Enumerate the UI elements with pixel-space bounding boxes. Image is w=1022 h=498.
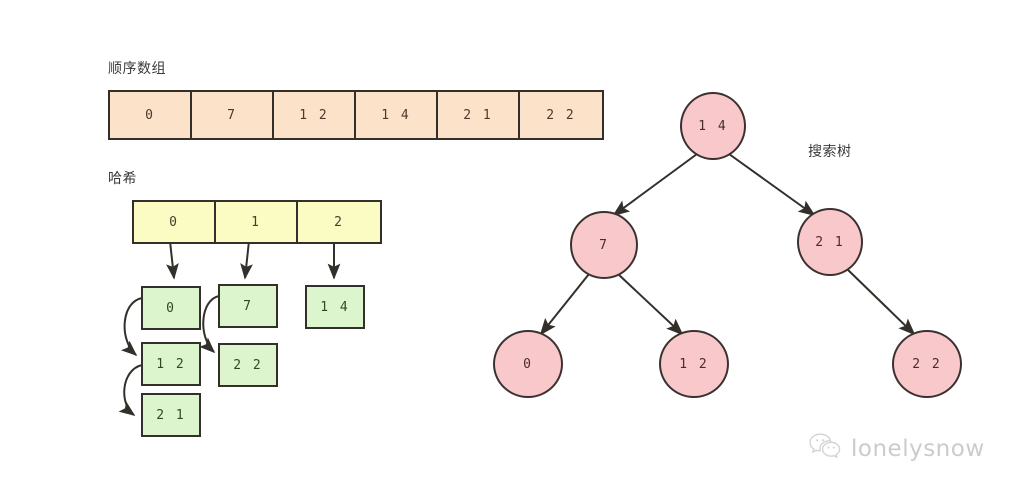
sequential-array: 0 7 1 2 1 4 2 1 2 2 [108, 90, 604, 140]
hash-bucket-row: 0 1 2 [132, 200, 382, 244]
hash-chain-node: 0 [141, 286, 201, 330]
tree-edge-right-rr [845, 267, 916, 336]
hash-chain-node: 2 1 [141, 393, 201, 437]
hash-chain-link-1-0 [199, 295, 220, 354]
watermark-text: lonelysnow [851, 435, 985, 462]
hash-chain-link-0-0 [120, 297, 143, 357]
tree-node-right: 2 1 [797, 208, 863, 276]
hash-chain-node: 2 2 [218, 343, 278, 387]
hash-bucket-pointer-0 [166, 240, 179, 280]
wechat-icon [808, 432, 842, 465]
tree-node-left-right: 1 2 [659, 330, 729, 398]
hash-bucket: 2 [298, 202, 380, 242]
tree-edge-root-left [612, 153, 698, 217]
tree-node-left-left: 0 [493, 330, 563, 398]
array-cell: 0 [110, 92, 192, 138]
array-cell: 7 [192, 92, 274, 138]
array-cell: 2 2 [520, 92, 602, 138]
array-section-label: 顺序数组 [108, 61, 166, 77]
tree-node-right-right: 2 2 [892, 330, 962, 398]
tree-node-root: 1 4 [680, 92, 746, 160]
hash-bucket-pointer-1 [240, 240, 253, 280]
hash-bucket: 0 [134, 202, 216, 242]
tree-edge-left-lr [617, 273, 684, 336]
hash-section-label: 哈希 [108, 171, 137, 187]
watermark: lonelysnow [808, 432, 985, 465]
hash-chain-node: 1 4 [305, 285, 365, 329]
hash-chain-link-0-1 [118, 364, 143, 416]
hash-chain-node: 1 2 [141, 342, 201, 386]
tree-edge-left-ll [539, 273, 590, 336]
array-cell: 1 2 [274, 92, 356, 138]
hash-chain-node: 7 [218, 284, 278, 328]
tree-edge-root-right [728, 153, 816, 217]
array-cell: 2 1 [438, 92, 520, 138]
array-cell: 1 4 [356, 92, 438, 138]
tree-node-left: 7 [570, 211, 638, 279]
hash-bucket: 1 [216, 202, 298, 242]
tree-section-label: 搜索树 [808, 144, 852, 160]
